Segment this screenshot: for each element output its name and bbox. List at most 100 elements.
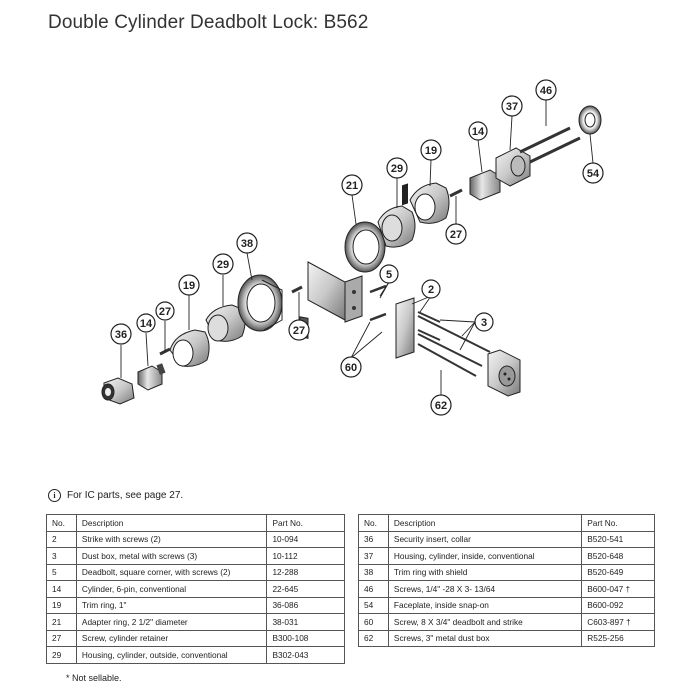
cell-description: Strike with screws (2) bbox=[75, 530, 268, 548]
cell-part-no: 38-031 bbox=[266, 613, 345, 631]
cell-no: 3 bbox=[46, 547, 77, 565]
trim-ring-shield-38 bbox=[237, 274, 283, 332]
outside-cylinder-14 bbox=[137, 363, 166, 391]
callout-5: 5 bbox=[379, 264, 399, 284]
cell-part-no: B520-649 bbox=[581, 563, 655, 581]
cell-description: Screw, cylinder retainer bbox=[75, 629, 268, 647]
svg-text:14: 14 bbox=[140, 318, 153, 330]
cell-part-no: 10-112 bbox=[266, 547, 345, 565]
callout-60: 60 bbox=[340, 356, 362, 378]
dust-box-3 bbox=[487, 349, 521, 397]
callout-46: 46 bbox=[535, 79, 557, 101]
outside-housing-29 bbox=[101, 377, 135, 405]
table-header-row: No. Description Part No. bbox=[358, 514, 655, 532]
cell-description: Housing, cylinder, outside, conventional bbox=[75, 646, 268, 664]
svg-text:29: 29 bbox=[217, 259, 229, 271]
cell-no: 54 bbox=[358, 596, 389, 614]
cell-part-no: 12-288 bbox=[266, 563, 345, 581]
cell-no: 27 bbox=[46, 629, 77, 647]
exploded-diagram: 36 14 27 19 29 38 27 21 29 19 27 14 37 4… bbox=[101, 79, 604, 416]
callout-37: 37 bbox=[501, 95, 523, 117]
svg-text:60: 60 bbox=[345, 362, 357, 374]
callout-19-right: 19 bbox=[420, 139, 442, 161]
callout-2: 2 bbox=[421, 279, 441, 299]
cell-no: 21 bbox=[46, 613, 77, 631]
cell-part-no: B600-047 † bbox=[581, 580, 655, 598]
callout-14-right: 14 bbox=[468, 121, 488, 141]
cell-part-no: B600-092 bbox=[581, 596, 655, 614]
callout-21: 21 bbox=[341, 174, 363, 196]
svg-text:3: 3 bbox=[481, 317, 487, 329]
inside-housing-37 bbox=[495, 147, 531, 187]
cell-part-no: 22-645 bbox=[266, 580, 345, 598]
svg-text:5: 5 bbox=[386, 269, 392, 281]
callout-14-left: 14 bbox=[136, 313, 156, 333]
inside-cylinder-14 bbox=[469, 169, 501, 201]
cell-no: 60 bbox=[358, 613, 389, 631]
cell-description: Housing, cylinder, inside, conventional bbox=[387, 547, 583, 565]
svg-text:21: 21 bbox=[346, 180, 358, 192]
cell-no: 62 bbox=[358, 629, 389, 647]
cell-no: 46 bbox=[358, 580, 389, 598]
svg-text:19: 19 bbox=[183, 280, 195, 292]
faceplate-54 bbox=[578, 105, 602, 135]
strike-2 bbox=[395, 183, 441, 359]
svg-text:36: 36 bbox=[115, 329, 127, 341]
callout-3: 3 bbox=[474, 312, 494, 332]
cell-part-no: 10-094 bbox=[266, 530, 345, 548]
callout-62: 62 bbox=[430, 394, 452, 416]
callout-36-right: 29 bbox=[386, 157, 408, 179]
cell-no: 36 bbox=[358, 530, 389, 548]
table-header-row: No. Description Part No. bbox=[46, 514, 345, 532]
screw-27-mid bbox=[291, 285, 303, 294]
header-no: No. bbox=[358, 514, 389, 532]
callout-19-left: 19 bbox=[178, 274, 200, 296]
svg-text:38: 38 bbox=[241, 238, 253, 250]
cell-description: Deadbolt, square corner, with screws (2) bbox=[75, 563, 268, 581]
svg-text:37: 37 bbox=[506, 101, 518, 113]
cell-no: 37 bbox=[358, 547, 389, 565]
svg-text:27: 27 bbox=[159, 306, 171, 318]
ic-parts-note-text: For IC parts, see page 27. bbox=[67, 490, 184, 501]
cell-no: 14 bbox=[46, 580, 77, 598]
svg-text:2: 2 bbox=[428, 284, 434, 296]
security-insert-36-right bbox=[377, 205, 416, 248]
callout-27-right: 27 bbox=[445, 223, 467, 245]
header-description: Description bbox=[387, 514, 583, 532]
cell-no: 38 bbox=[358, 563, 389, 581]
header-description: Description bbox=[75, 514, 268, 532]
cell-description: Adapter ring, 2 1/2" diameter bbox=[75, 613, 268, 631]
svg-text:54: 54 bbox=[587, 168, 600, 180]
cell-description: Trim ring, 1" bbox=[75, 596, 268, 614]
cell-no: 29 bbox=[46, 646, 77, 664]
cell-part-no: B300-108 bbox=[266, 629, 345, 647]
callout-36-left: 29 bbox=[212, 253, 234, 275]
cell-no: 19 bbox=[46, 596, 77, 614]
svg-text:14: 14 bbox=[472, 126, 485, 138]
cell-part-no: 36-086 bbox=[266, 596, 345, 614]
cell-part-no: B520-648 bbox=[581, 547, 655, 565]
header-part-no: Part No. bbox=[581, 514, 655, 532]
screw-27-right bbox=[449, 188, 463, 198]
security-insert-36-left bbox=[205, 304, 246, 342]
cell-description: Screws, 1/4" -28 X 3- 13/64 bbox=[387, 580, 583, 598]
adapter-ring-21 bbox=[344, 221, 386, 273]
cell-description: Trim ring with shield bbox=[387, 563, 583, 581]
cell-no: 2 bbox=[46, 530, 77, 548]
cell-description: Faceplate, inside snap-on bbox=[387, 596, 583, 614]
info-icon: i bbox=[48, 489, 61, 502]
cell-description: Dust box, metal with screws (3) bbox=[75, 547, 268, 565]
footnote: * Not sellable. bbox=[66, 673, 122, 683]
